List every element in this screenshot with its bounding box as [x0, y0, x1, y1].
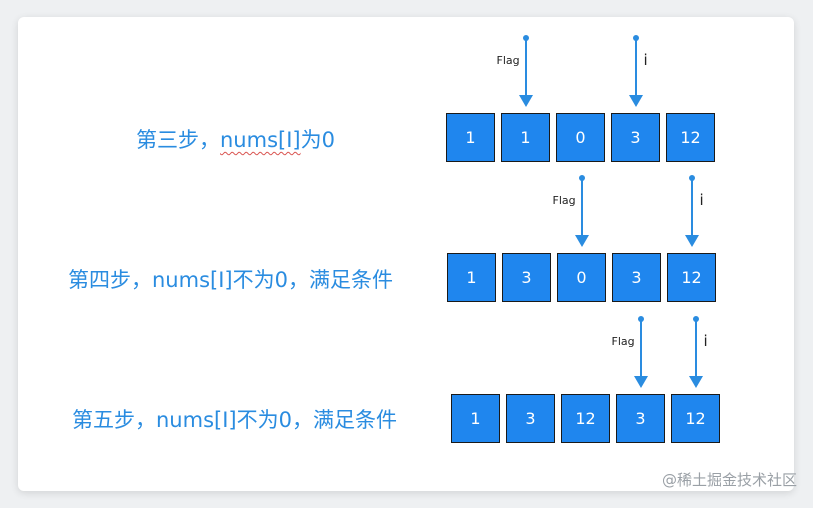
i-pointer-label: i — [643, 51, 648, 69]
array-cell: 1 — [447, 253, 496, 302]
array-cell: 12 — [561, 394, 610, 443]
i-arrow-icon — [684, 175, 699, 247]
flag-pointer-label: Flag — [496, 54, 520, 67]
array-cell: 0 — [557, 253, 606, 302]
i-arrow-icon — [628, 35, 643, 107]
array-cell: 1 — [446, 113, 495, 162]
array-cell: 3 — [616, 394, 665, 443]
flag-arrow-icon — [633, 316, 648, 388]
array-cell: 0 — [556, 113, 605, 162]
array-cell: 3 — [612, 253, 661, 302]
flag-arrow-icon — [518, 35, 533, 107]
watermark: @稀土掘金技术社区 — [661, 471, 797, 489]
array-cell: 3 — [506, 394, 555, 443]
array-cell: 1 — [451, 394, 500, 443]
array-cell: 12 — [666, 113, 715, 162]
step-5-label: 第五步，nums[I]不为0，满足条件 — [72, 408, 397, 432]
i-arrow-icon — [688, 316, 703, 388]
array-cell: 3 — [502, 253, 551, 302]
flag-pointer-label: Flag — [552, 194, 576, 207]
flag-arrow-icon — [574, 175, 589, 247]
array-cell: 3 — [611, 113, 660, 162]
step-3-label: 第三步，nums[I]为0 — [136, 128, 335, 152]
array-cell: 12 — [667, 253, 716, 302]
i-pointer-label: i — [703, 332, 708, 350]
i-pointer-label: i — [699, 191, 704, 209]
array-cell: 12 — [671, 394, 720, 443]
flag-pointer-label: Flag — [611, 335, 635, 348]
step-4-label: 第四步，nums[I]不为0，满足条件 — [68, 268, 393, 292]
array-cell: 1 — [501, 113, 550, 162]
